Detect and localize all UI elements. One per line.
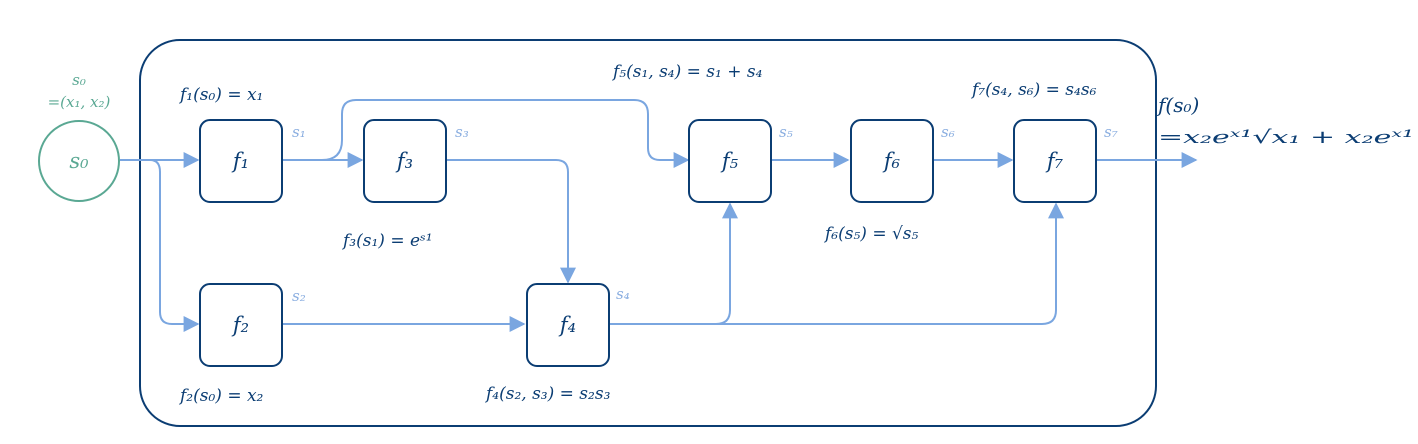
graph-frame — [139, 39, 1157, 427]
node-f4: f₄ — [526, 283, 610, 367]
output-label-line2: =x₂eˣ¹√x₁ + x₂eˣ¹ — [1158, 127, 1414, 148]
node-f2-label: f₂ — [231, 313, 249, 337]
node-f1-label: f₁ — [231, 149, 249, 173]
edge-f4-f7 — [716, 202, 1064, 325]
node-f4-label: f₄ — [558, 313, 576, 337]
signal-s7: s₇ — [1104, 123, 1118, 141]
node-f5-label: f₅ — [720, 149, 739, 173]
formula-f3: f₃(s₁) = eˢ¹ — [341, 231, 433, 251]
node-f6: f₆ — [850, 119, 934, 203]
formula-f1: f₁(s₀) = x₁ — [178, 85, 263, 105]
input-label-line2: =(x₁, x₂) — [48, 93, 111, 111]
edges — [120, 99, 1198, 332]
input-node-label: s₀ — [69, 149, 89, 173]
signal-s6: s₆ — [941, 123, 955, 141]
signal-s4: s₄ — [616, 285, 630, 303]
input-node-s0 — [38, 120, 120, 202]
edge-f3-f4 — [446, 159, 576, 284]
edge-s0-f2 — [120, 159, 200, 332]
node-f6-label: f₆ — [882, 149, 901, 173]
signal-s1: s₁ — [292, 123, 306, 141]
formula-f7: f₇(s₄, s₆) = s₄s₆ — [970, 80, 1097, 100]
node-f3-label: f₃ — [395, 149, 413, 173]
node-f3: f₃ — [363, 119, 447, 203]
input-label-line1: s₀ — [72, 71, 86, 89]
formula-f2: f₂(s₀) = x₂ — [178, 386, 264, 406]
signal-s3: s₃ — [455, 123, 469, 141]
signal-s5: s₅ — [779, 123, 793, 141]
node-f7: f₇ — [1013, 119, 1097, 203]
formula-f6: f₆(s₅) = √s₅ — [823, 224, 919, 244]
formula-f5: f₅(s₁, s₄) = s₁ + s₄ — [611, 62, 763, 82]
signal-s2: s₂ — [292, 287, 306, 305]
edge-f4-f5 — [608, 202, 738, 325]
node-f2: f₂ — [199, 283, 283, 367]
formula-f4: f₄(s₂, s₃) = s₂s₃ — [484, 384, 611, 404]
node-f5: f₅ — [688, 119, 772, 203]
node-f1: f₁ — [199, 119, 283, 203]
node-f7-label: f₇ — [1045, 149, 1064, 173]
output-label-line1: f(s₀) — [1156, 93, 1199, 117]
edge-f1-f5 — [321, 99, 690, 168]
